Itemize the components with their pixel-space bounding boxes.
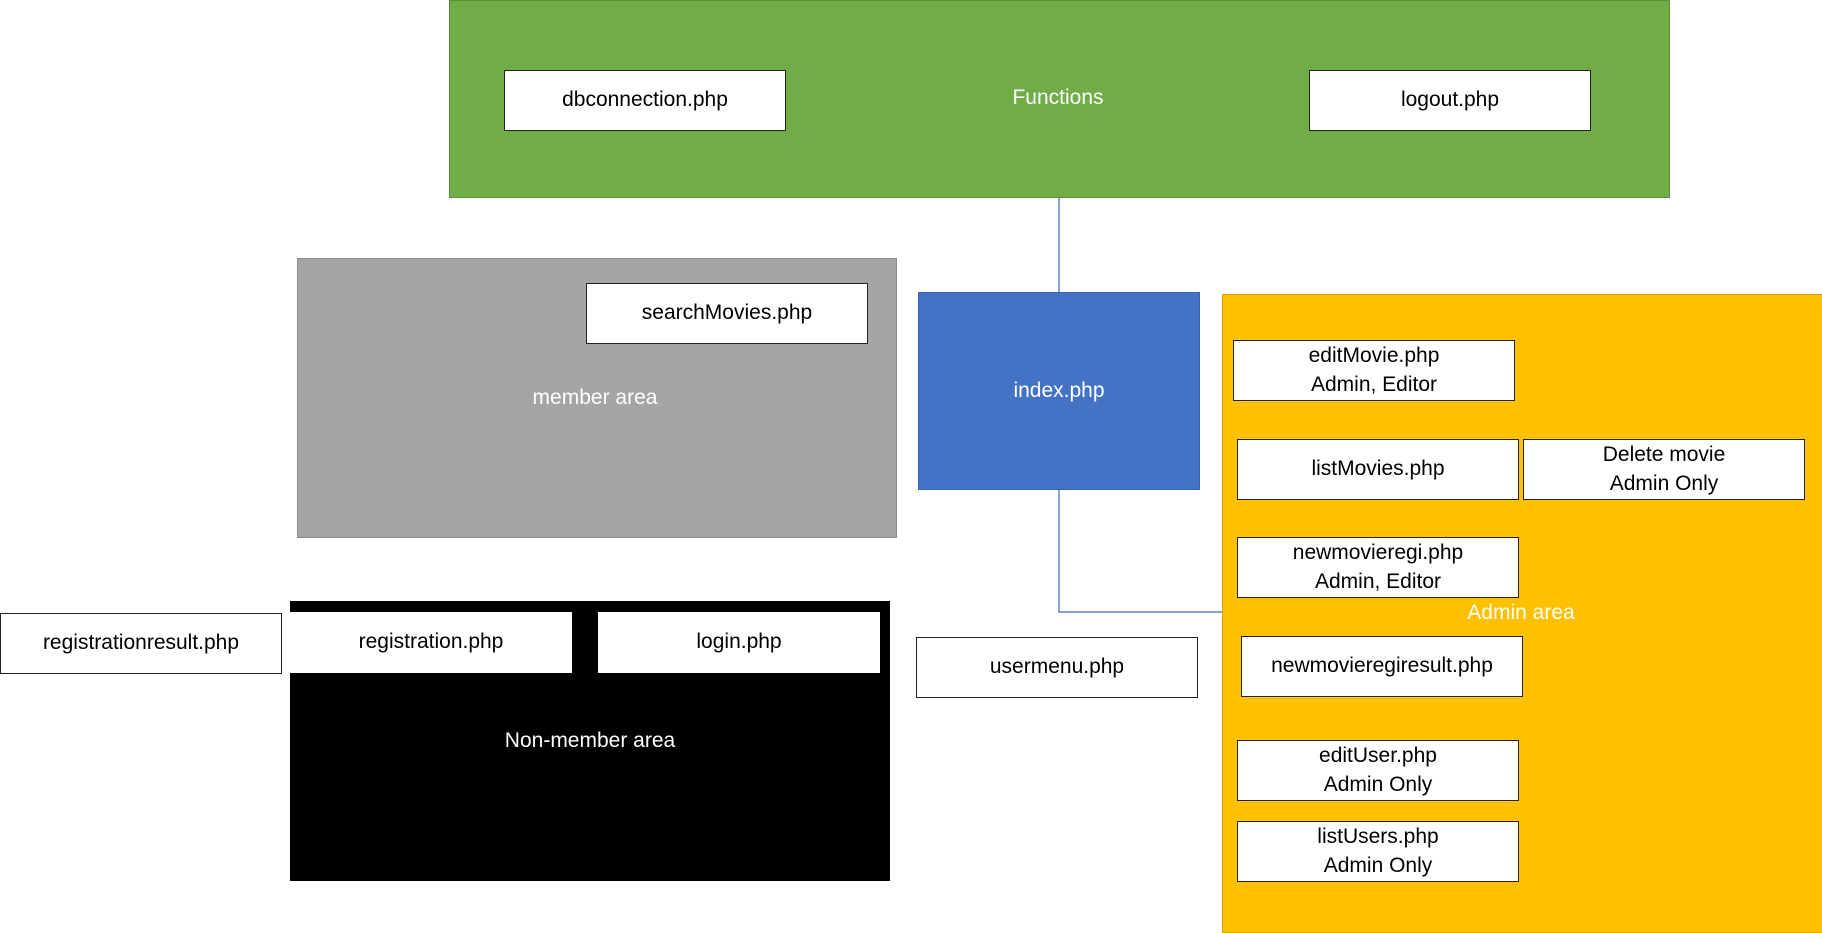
member-area-label: member area: [532, 386, 658, 409]
searchmovies-label: searchMovies.php: [641, 301, 813, 325]
logout-node[interactable]: logout.php: [1309, 70, 1591, 131]
editmovie-label: editMovie.php: [1308, 344, 1440, 368]
editmovie-node[interactable]: editMovie.php Admin, Editor: [1233, 340, 1515, 401]
newmovieregi-node[interactable]: newmovieregi.php Admin, Editor: [1237, 537, 1519, 598]
dbconnection-label: dbconnection.php: [562, 88, 728, 112]
registration-node[interactable]: registration.php: [290, 612, 572, 673]
listusers-node[interactable]: listUsers.php Admin Only: [1237, 821, 1519, 882]
connector-index-admin: [1058, 490, 1223, 613]
functions-area-label: Functions: [1012, 86, 1104, 109]
newmovieregi-role: Admin, Editor: [1314, 569, 1442, 593]
login-label: login.php: [696, 630, 782, 654]
listmovies-node[interactable]: listMovies.php: [1237, 439, 1519, 500]
deletemovie-label: Delete movie: [1602, 443, 1726, 467]
index-node[interactable]: [918, 292, 1200, 490]
registrationresult-node[interactable]: registrationresult.php: [0, 613, 282, 674]
deletemovie-role: Admin Only: [1609, 471, 1719, 495]
editmovie-role: Admin, Editor: [1310, 372, 1438, 396]
registration-label: registration.php: [358, 630, 504, 654]
listusers-label: listUsers.php: [1317, 825, 1439, 849]
nonmember-area-label: Non-member area: [504, 729, 676, 752]
listmovies-label: listMovies.php: [1311, 457, 1445, 481]
newmovieregi-label: newmovieregi.php: [1292, 541, 1464, 565]
usermenu-label: usermenu.php: [989, 655, 1125, 679]
admin-area-label: Admin area: [1467, 601, 1575, 624]
edituser-label: editUser.php: [1319, 744, 1437, 768]
newmovieregiresult-node[interactable]: newmovieregiresult.php: [1241, 636, 1523, 697]
deletemovie-node[interactable]: Delete movie Admin Only: [1523, 439, 1805, 500]
newmovieregiresult-label: newmovieregiresult.php: [1271, 654, 1493, 678]
usermenu-node[interactable]: usermenu.php: [916, 637, 1198, 698]
edituser-node[interactable]: editUser.php Admin Only: [1237, 740, 1519, 801]
login-node[interactable]: login.php: [598, 612, 880, 673]
dbconnection-node[interactable]: dbconnection.php: [504, 70, 786, 131]
index-label: index.php: [1013, 379, 1105, 402]
listusers-role: Admin Only: [1323, 853, 1433, 877]
edituser-role: Admin Only: [1323, 772, 1433, 796]
searchmovies-node[interactable]: searchMovies.php: [586, 283, 868, 344]
registrationresult-label: registrationresult.php: [42, 631, 240, 655]
logout-label: logout.php: [1400, 88, 1500, 112]
